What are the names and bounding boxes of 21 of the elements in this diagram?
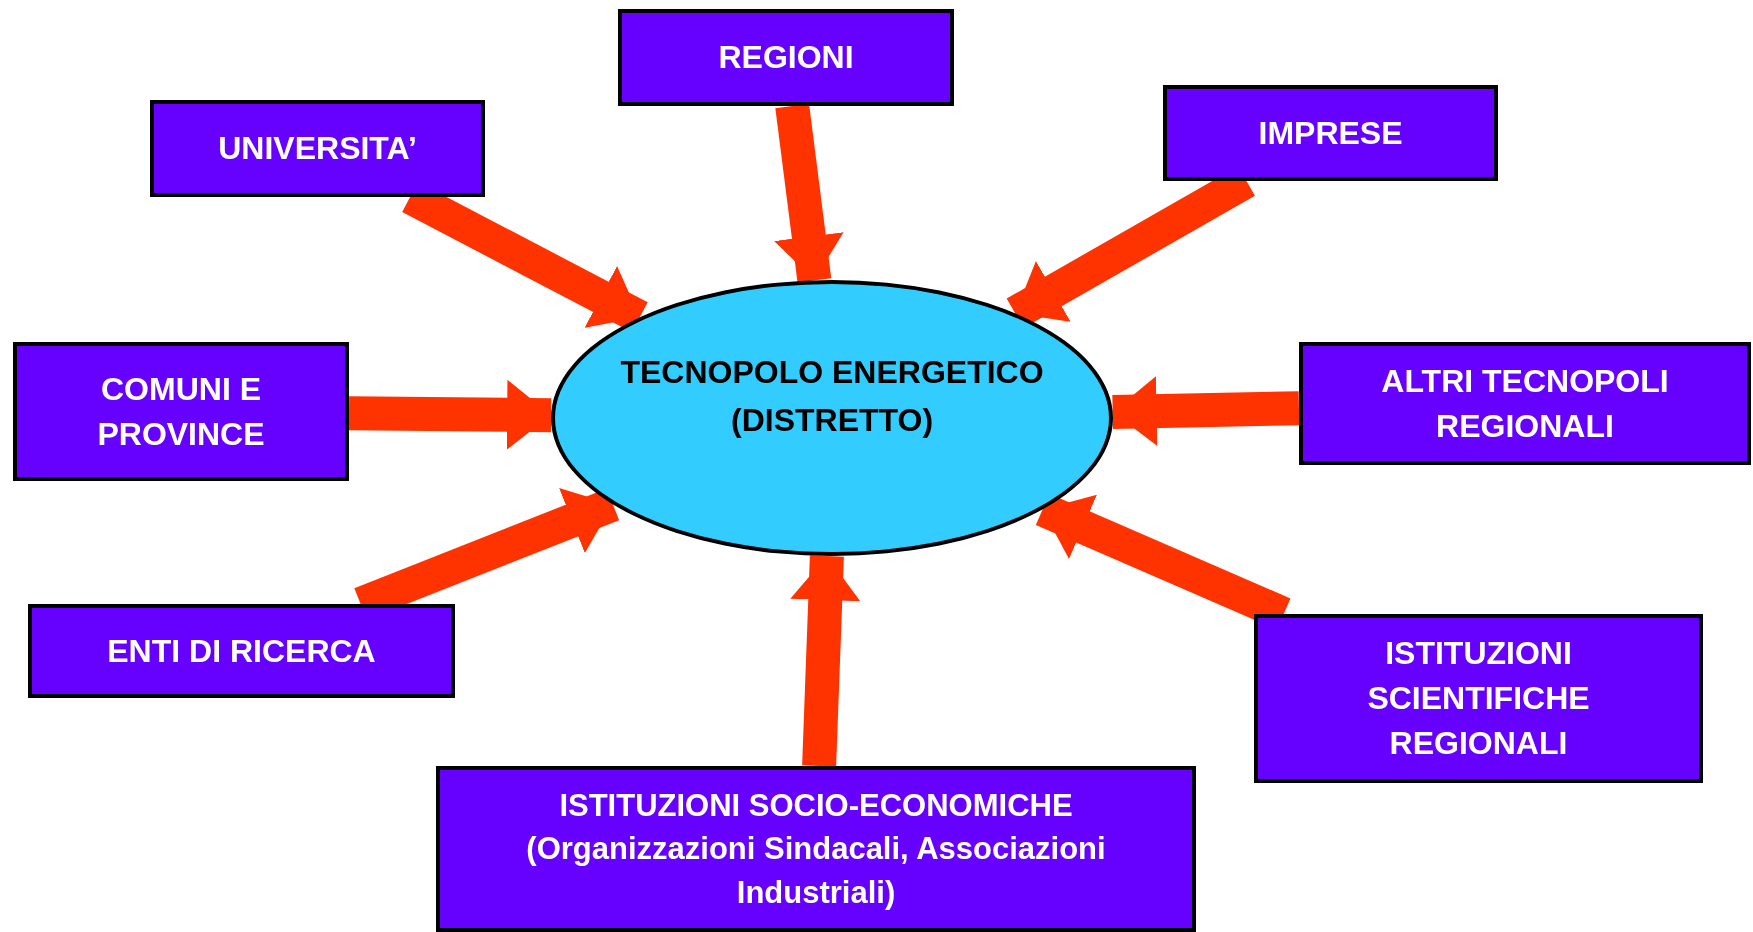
box-label: COMUNI E PROVINCE <box>96 369 266 454</box>
box-label: REGIONI <box>718 38 854 78</box>
box-label: ENTI DI RICERCA <box>107 631 376 671</box>
arrow <box>1112 376 1300 447</box>
stakeholder-box <box>13 342 349 481</box>
stakeholder-box <box>150 100 485 197</box>
ellipse-label: TECNOPOLO ENERGETICO (DISTRETTO) <box>619 353 1045 440</box>
arrow <box>348 379 552 450</box>
box-label: IMPRESE <box>1258 113 1403 153</box>
box-subtitle: (Organizzazioni Sindacali, Associazioni Industriali) <box>525 830 1107 912</box>
box-label: ALTRI TECNOPOLI REGIONALI <box>1380 361 1670 446</box>
stakeholder-box <box>436 766 1196 932</box>
stakeholder-box <box>618 9 954 106</box>
box-label: UNIVERSITA’ <box>218 129 417 169</box>
box-label: ISTITUZIONI SOCIO-ECONOMICHE <box>559 786 1073 825</box>
stakeholder-box <box>1163 85 1498 181</box>
stakeholder-box <box>28 604 455 698</box>
box-label: ISTITUZIONI SCIENTIFICHE REGIONALI <box>1366 634 1591 763</box>
stakeholder-box <box>1299 342 1751 465</box>
arrow <box>790 555 861 767</box>
stakeholder-box <box>1254 614 1703 783</box>
